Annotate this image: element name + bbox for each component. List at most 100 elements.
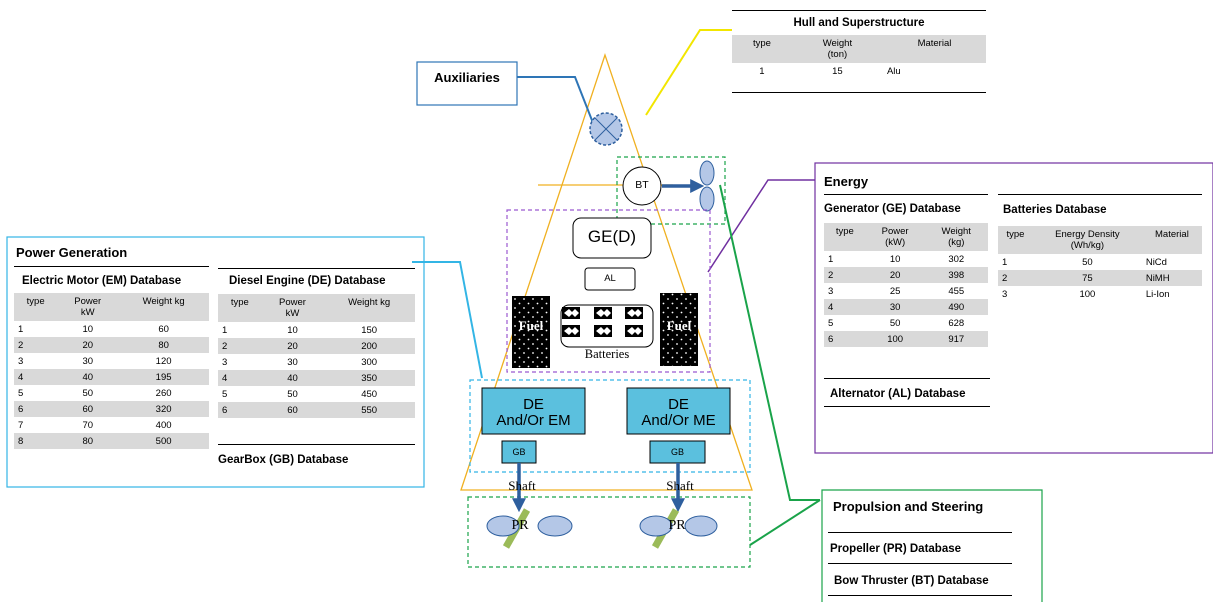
- de-db-title: Diesel Engine (DE) Database: [229, 275, 386, 287]
- table-cell: 6: [824, 331, 866, 347]
- bow-db-title: Bow Thruster (BT) Database: [834, 575, 989, 587]
- bow-thruster-circle: [622, 166, 662, 206]
- table-cell: 4: [14, 369, 58, 385]
- propeller-top-rule: [828, 532, 1012, 533]
- table-cell: 50: [1082, 256, 1093, 268]
- table-cell: 2: [998, 270, 1033, 286]
- table-cell: 4: [218, 370, 262, 386]
- column-header: Power (kW): [865, 223, 925, 251]
- aux-connector: [517, 76, 596, 129]
- fuel-label-left: Fuel: [518, 318, 544, 333]
- table-cell: 80: [118, 337, 209, 353]
- propulsion-connector-pr: [749, 499, 821, 546]
- energy-box: [814, 162, 1213, 454]
- table-cell: 40: [57, 369, 119, 385]
- propulsion-box: [821, 489, 1043, 602]
- table-cell: 400: [155, 419, 172, 431]
- table-cell: 398: [924, 267, 988, 283]
- table-cell: 30: [865, 299, 925, 315]
- bow-bottom-rule: [828, 595, 1012, 596]
- table-cell: 302: [948, 253, 965, 265]
- table-cell: 490: [924, 299, 988, 315]
- table-cell: 20: [865, 267, 925, 283]
- table-cell: 7: [18, 419, 24, 431]
- power-generation-box: [6, 236, 425, 488]
- battery-cell-icon: [625, 307, 643, 319]
- table-cell: 2: [218, 338, 262, 354]
- column-header: type: [824, 223, 866, 251]
- shaft-left-label: Shaft: [508, 478, 536, 493]
- energy-title: Energy: [824, 174, 869, 189]
- table-cell: 8: [14, 433, 58, 449]
- column-header: type: [218, 294, 262, 322]
- bow-top-rule: [828, 563, 1012, 564]
- table-cell: 6: [218, 402, 262, 418]
- table-cell: 25: [889, 285, 901, 297]
- gearbox-db-title: GearBox (GB) Database: [218, 454, 349, 466]
- em-top-rule: [14, 266, 209, 267]
- column-header: Power kW: [261, 294, 324, 322]
- bow-thruster-area: [616, 156, 726, 225]
- table-cell: 3: [1002, 288, 1008, 300]
- table-cell: 100: [865, 331, 925, 347]
- table-cell: 2: [824, 267, 866, 283]
- table-cell: 70: [82, 419, 94, 431]
- column-header: type: [14, 293, 58, 321]
- column-header: type: [732, 35, 792, 63]
- fuel-label-right: Fuel: [666, 318, 692, 333]
- battery-cells: [562, 307, 643, 337]
- column-header: Weight (kg): [924, 223, 988, 251]
- table-cell: 50: [287, 388, 298, 400]
- table-cell: 5: [18, 387, 24, 399]
- power-generation-area: [469, 379, 751, 473]
- generator-db-title: Generator (GE) Database: [824, 203, 961, 215]
- table-cell: 500: [118, 433, 209, 449]
- propulsion-title: Propulsion and Steering: [833, 499, 984, 514]
- table-cell: 200: [323, 338, 415, 354]
- column-header: Weight kg: [323, 294, 415, 322]
- alternator-bottom-rule: [824, 406, 990, 407]
- bow-thruster-blade-icon: [699, 160, 715, 186]
- table-cell: 60: [158, 323, 169, 335]
- column-header: type: [998, 226, 1033, 254]
- table-cell: 1: [759, 65, 765, 77]
- table-cell: 30: [82, 355, 94, 367]
- auxiliaries-title: Auxiliaries: [434, 70, 500, 85]
- column-header: Weight (ton): [791, 35, 883, 63]
- table-cell: 455: [948, 285, 965, 297]
- shaft-right-label: Shaft: [666, 478, 694, 493]
- propeller-db-title: Propeller (PR) Database: [830, 543, 962, 555]
- alternator-top-rule: [824, 378, 990, 379]
- table-cell: 60: [261, 402, 324, 418]
- batteries-label: Batteries: [584, 347, 630, 361]
- table-cell: 5: [828, 317, 834, 329]
- table-cell: 30: [287, 356, 298, 368]
- table-cell: 15: [832, 65, 843, 77]
- hull-connector: [645, 29, 732, 116]
- table-cell: 917: [924, 331, 988, 347]
- hull-top-rule: [732, 10, 986, 11]
